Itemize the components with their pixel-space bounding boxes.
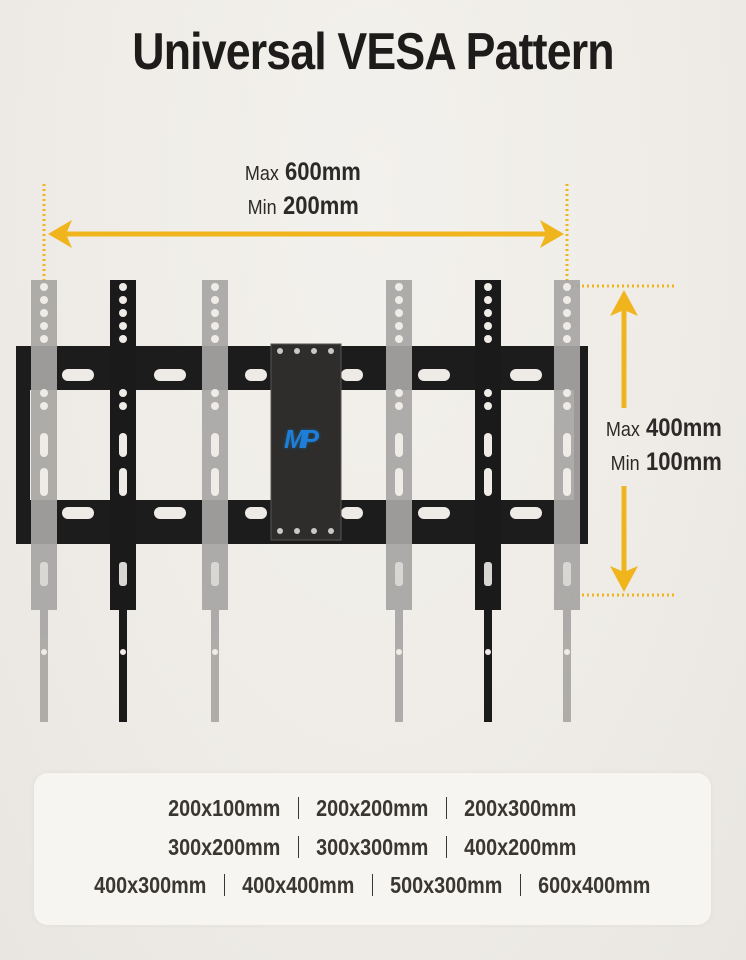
- size-item: 600x400mm: [538, 872, 651, 898]
- vertical-min-label: Min 100mm: [610, 448, 722, 476]
- bracket-dark-left: [110, 280, 136, 722]
- size-item: 200x100mm: [168, 795, 281, 821]
- separator: [519, 874, 522, 896]
- bracket-ghost-2: [202, 280, 228, 722]
- bracket-dark-right: [475, 280, 501, 722]
- sizes-row-3: 400x300mm 400x400mm 500x300mm 600x400mm: [34, 872, 711, 899]
- separator: [223, 874, 226, 896]
- sizes-row-1: 200x100mm 200x200mm 200x300mm: [34, 795, 711, 822]
- sizes-row-2: 300x200mm 300x300mm 400x200mm: [34, 834, 711, 861]
- size-item: 200x300mm: [464, 795, 577, 821]
- separator: [371, 874, 374, 896]
- separator: [445, 836, 448, 858]
- bracket-holes: [40, 283, 571, 655]
- brand-logo-icon: MP: [284, 424, 319, 454]
- vertical-double-arrow-icon: [610, 290, 638, 592]
- bracket-ghost-4: [554, 280, 580, 722]
- separator: [297, 797, 300, 819]
- page-title: Universal VESA Pattern: [132, 23, 614, 81]
- vesa-mount-diagram: [16, 184, 676, 722]
- horizontal-min-label: Min 200mm: [247, 192, 359, 220]
- size-item: 400x300mm: [94, 872, 207, 898]
- center-mount-plate: [270, 343, 342, 541]
- guide-lines: [42, 184, 676, 597]
- bracket-ghost-1: [31, 280, 57, 722]
- size-item: 200x200mm: [316, 795, 429, 821]
- separator: [445, 797, 448, 819]
- size-item: 500x300mm: [390, 872, 503, 898]
- vertical-max-label: Max 400mm: [605, 414, 723, 442]
- size-item: 300x300mm: [316, 834, 429, 860]
- plate-screws: [277, 348, 334, 534]
- separator: [297, 836, 300, 858]
- size-item: 400x400mm: [242, 872, 355, 898]
- size-item: 300x200mm: [168, 834, 281, 860]
- horizontal-double-arrow-icon: [48, 220, 564, 248]
- size-item: 400x200mm: [464, 834, 577, 860]
- bracket-ghost-3: [386, 280, 412, 722]
- horizontal-max-label: Max 600mm: [244, 158, 362, 186]
